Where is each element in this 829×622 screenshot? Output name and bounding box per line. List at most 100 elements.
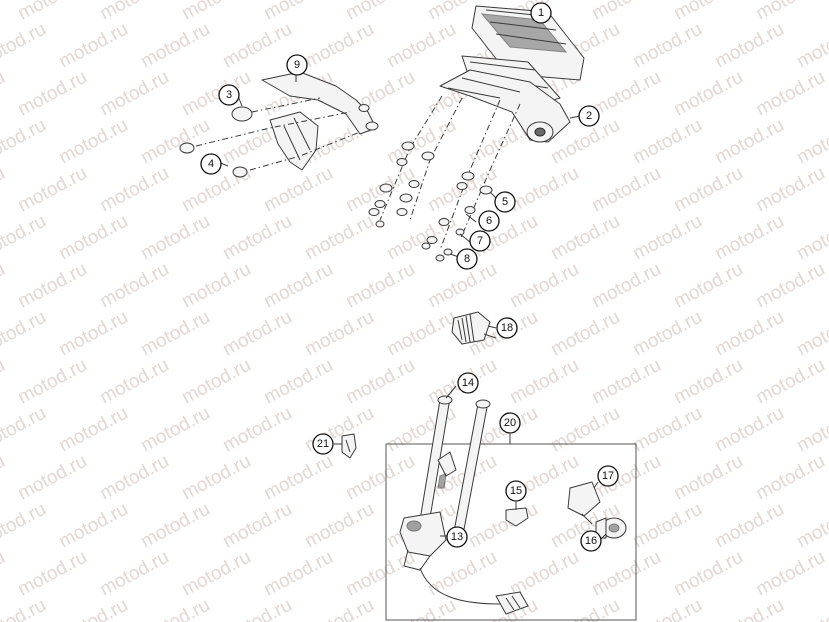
watermark-text: motod.ru [711,19,787,73]
watermark-text: motod.ru [14,163,90,217]
watermark-text: motod.ru [711,307,787,361]
watermark-text: motod.ru [219,499,295,553]
side-bracket-assembly [261,71,379,171]
watermark-text: motod.ru [0,403,50,457]
connector-block [451,311,497,345]
watermark-text: motod.ru [301,211,377,265]
watermark-text: motod.ru [547,403,623,457]
watermark-text: motod.ru [219,403,295,457]
watermark-text: motod.ru [711,115,787,169]
watermark-text: motod.ru [588,355,664,409]
watermark-text: motod.ru [219,307,295,361]
watermark-text: motod.ru [752,355,828,409]
grommet-stack-middle [396,97,463,221]
svg-text:15: 15 [510,485,522,497]
watermark-text: motod.ru [137,211,213,265]
watermark-text: motod.ru [260,451,336,505]
watermark-text: motod.ru [137,307,213,361]
watermark-text: motod.ru [793,595,829,622]
watermark-text: motod.ru [0,115,50,169]
watermark-text: motod.ru [670,259,746,313]
watermark-text: motod.ru [0,19,50,73]
watermark-text: motod.ru [178,355,254,409]
watermark-text: motod.ru [752,547,828,601]
callout-4: 4 [200,153,222,175]
svg-text:18: 18 [501,322,513,334]
callout-3: 3 [218,84,240,106]
watermark-text: motod.ru [506,355,582,409]
callout-layer: 1 2 3 4 5 6 7 8 9 13 14 15 16 17 18 20 2… [200,2,619,552]
watermark-text: motod.ru [547,307,623,361]
watermark-text: motod.ru [424,547,500,601]
watermark-text: motod.ru [55,403,131,457]
watermark-text: motod.ru [752,0,828,24]
watermark-text: motod.ru [752,163,828,217]
svg-text:17: 17 [602,470,614,482]
watermark-text: motod.ru [506,259,582,313]
watermark-text: motod.ru [711,499,787,553]
watermark-text: motod.ru [711,595,787,622]
watermark-text: motod.ru [55,499,131,553]
watermark-text: motod.ru [383,307,459,361]
cap-15 [505,507,529,527]
grommet-stack-left [368,95,443,228]
svg-text:16: 16 [585,535,597,547]
svg-text:13: 13 [451,531,463,543]
watermark-text: motod.ru [260,163,336,217]
callout-13: 13 [446,526,468,548]
watermark-text: motod.ru [14,67,90,121]
watermark-text: motod.ru [383,211,459,265]
watermark-text: motod.ru [301,19,377,73]
watermark-text: motod.ru [0,547,9,601]
watermark-text: motod.ru [670,67,746,121]
watermark-text: motod.ru [14,547,90,601]
watermark-text: motod.ru [711,403,787,457]
watermark-text: motod.ru [342,0,418,24]
watermark-text: motod.ru [752,451,828,505]
watermark-text: motod.ru [178,547,254,601]
watermark-text: motod.ru [506,163,582,217]
watermark-text: motod.ru [0,0,9,24]
watermark-text: motod.ru [793,19,829,73]
watermark-text: motod.ru [793,499,829,553]
watermark-text: motod.ru [670,451,746,505]
shaft-assembly [417,395,491,543]
watermark-text: motod.ru [793,115,829,169]
watermark-text: motod.ru [793,307,829,361]
watermark-text: motod.ru [14,259,90,313]
watermark-text: motod.ru [670,0,746,24]
watermark-text: motod.ru [0,451,9,505]
watermark-text: motod.ru [219,595,295,622]
lower-housing [399,511,447,571]
watermark-text: motod.ru [629,115,705,169]
callout-6: 6 [478,210,500,232]
callout-17: 17 [597,465,619,487]
watermark-text: motod.ru [137,499,213,553]
watermark-text: motod.ru [96,259,172,313]
callout-15: 15 [505,480,527,502]
watermark-text: motod.ru [670,163,746,217]
watermark-text: motod.ru [137,19,213,73]
watermark-text: motod.ru [0,211,50,265]
watermark-text: motod.ru [260,547,336,601]
callout-2: 2 [578,105,600,127]
callout-5: 5 [494,191,516,213]
callout-9: 9 [286,54,308,76]
svg-text:3: 3 [226,89,232,101]
watermark-text: motod.ru [588,259,664,313]
watermark-text: motod.ru [96,547,172,601]
watermark-text: motod.ru [14,451,90,505]
watermark-text: motod.ru [0,163,9,217]
callout-21: 21 [312,433,334,455]
watermark-text: motod.ru [793,211,829,265]
watermark-text: motod.ru [588,0,664,24]
watermark-text: motod.ru [178,0,254,24]
watermark-text: motod.ru [629,19,705,73]
watermark-text: motod.ru [342,259,418,313]
watermark-text: motod.ru [383,595,459,622]
watermark-text: motod.ru [55,307,131,361]
svg-text:21: 21 [317,438,329,450]
watermark-text: motod.ru [137,403,213,457]
watermark-text: motod.ru [301,499,377,553]
